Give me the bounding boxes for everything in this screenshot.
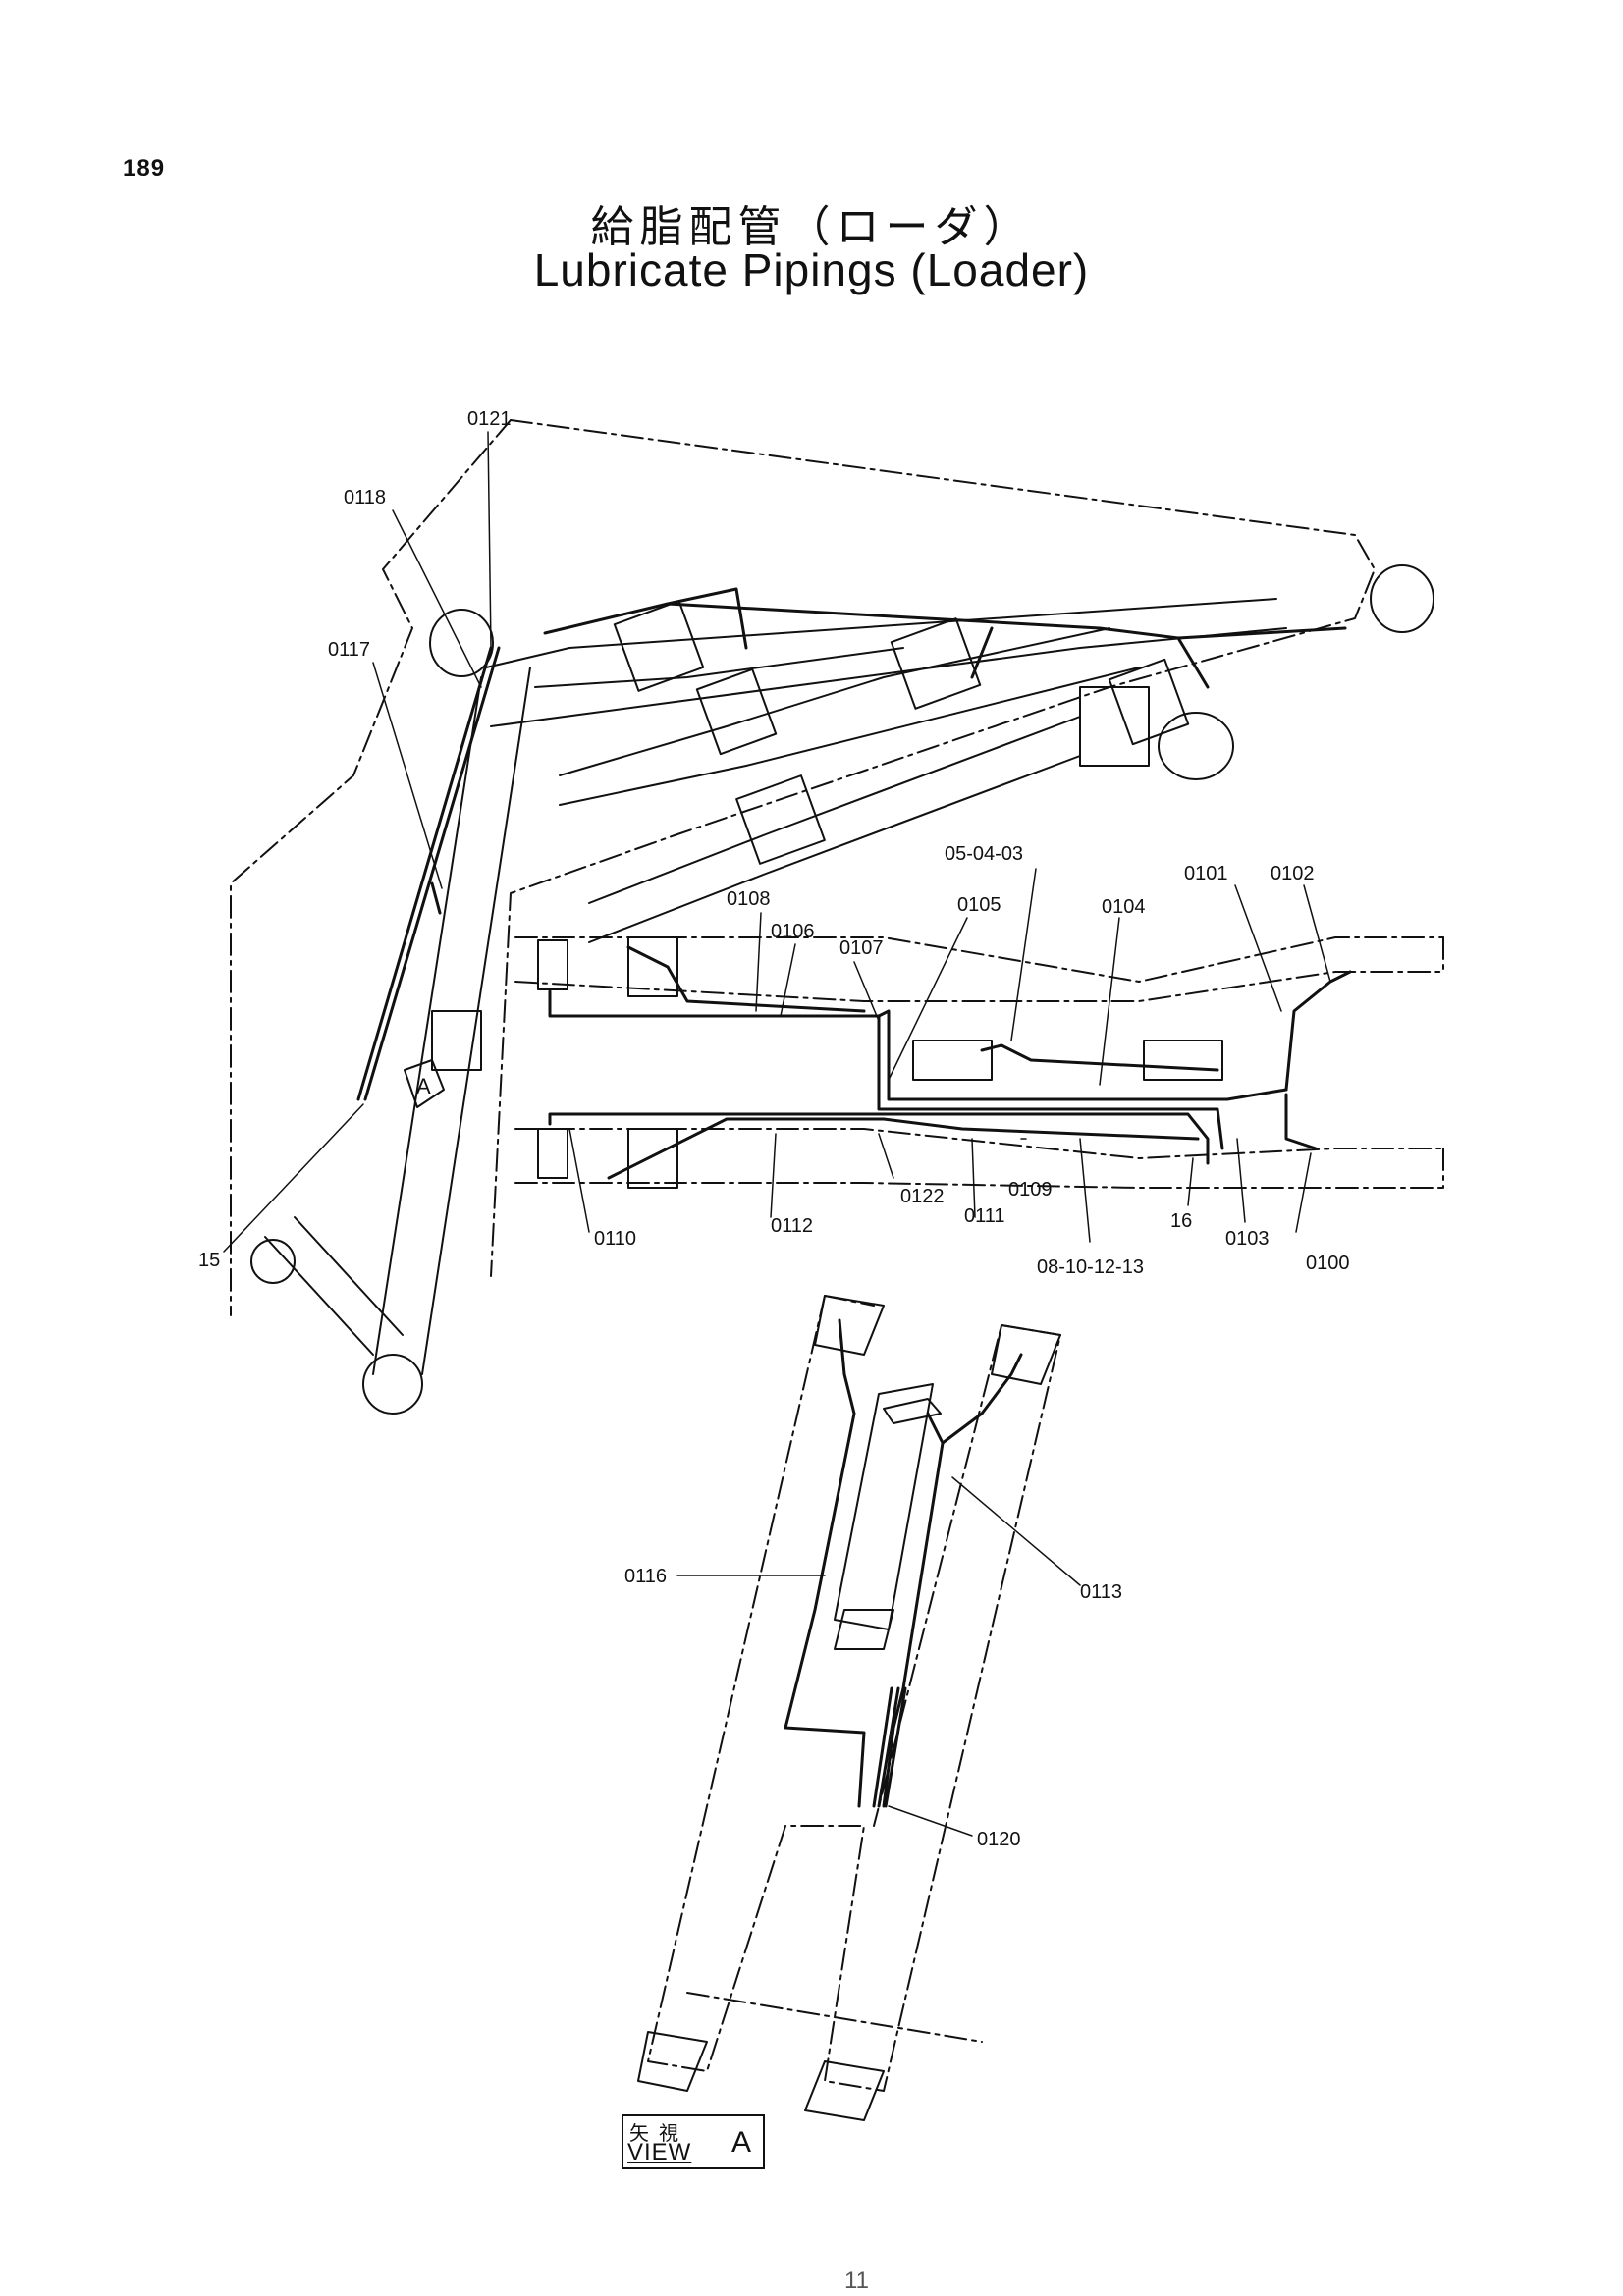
upper-grease-pipe <box>543 587 1347 689</box>
footer-mark: 11 <box>844 2268 869 2294</box>
view-a-cylinder <box>834 1383 942 1650</box>
label-0110: 0110 <box>594 1228 636 1250</box>
label-0118: 0118 <box>344 487 386 508</box>
view-caption-japanese: 矢視 <box>629 2121 688 2145</box>
label-0117: 0117 <box>328 639 370 661</box>
view-a-ends <box>637 1295 1061 2121</box>
vertical-arm-pipe <box>356 646 501 1101</box>
label-0121: 0121 <box>467 408 512 430</box>
view-caption-english: VIEW <box>627 2139 692 2165</box>
label-16: 16 <box>1170 1210 1192 1232</box>
label-0101: 0101 <box>1184 863 1228 884</box>
label-0104: 0104 <box>1102 896 1146 918</box>
view-a-caption: 矢視 VIEW A <box>622 2114 765 2169</box>
label-0107: 0107 <box>839 937 884 959</box>
label-15: 15 <box>198 1250 220 1271</box>
label-0105: 0105 <box>957 894 1001 916</box>
label-05-04-03: 05-04-03 <box>945 843 1023 865</box>
label-0116: 0116 <box>624 1566 667 1587</box>
page-number: 189 <box>123 155 166 182</box>
lift-cylinder-left <box>534 600 982 710</box>
view-a-arrow <box>404 1059 445 1108</box>
label-0113: 0113 <box>1080 1581 1122 1603</box>
plan-view-frame <box>514 936 1444 1189</box>
label-0122: 0122 <box>900 1186 945 1207</box>
label-0102: 0102 <box>1271 863 1315 884</box>
view-caption-letter: A <box>730 2126 751 2159</box>
label-0106: 0106 <box>771 921 815 942</box>
view-marker-a: A <box>416 1074 431 1098</box>
plan-view-pins <box>537 936 1223 1189</box>
label-0111: 0111 <box>964 1205 1005 1227</box>
boom-arm <box>372 564 1434 1375</box>
label-0103: 0103 <box>1225 1228 1270 1250</box>
page-title-english: Lubricate Pipings (Loader) <box>533 244 1090 295</box>
label-0120: 0120 <box>977 1829 1021 1850</box>
label-0108: 0108 <box>727 888 771 910</box>
leader-lines <box>223 431 1331 1837</box>
view-a-pipes <box>784 1318 1023 1808</box>
page-title-japanese: 給脂配管（ローダ） <box>590 202 1033 252</box>
label-0112: 0112 <box>771 1215 813 1237</box>
label-0100: 0100 <box>1306 1253 1350 1274</box>
boom-outline <box>230 419 1376 1316</box>
plan-view-pipes <box>548 945 1352 1180</box>
bucket-link <box>250 1010 482 1415</box>
label-08-10-12-13: 08-10-12-13 <box>1037 1256 1144 1278</box>
label-0109: 0109 <box>1008 1179 1053 1201</box>
bucket-cylinder <box>559 627 1190 943</box>
